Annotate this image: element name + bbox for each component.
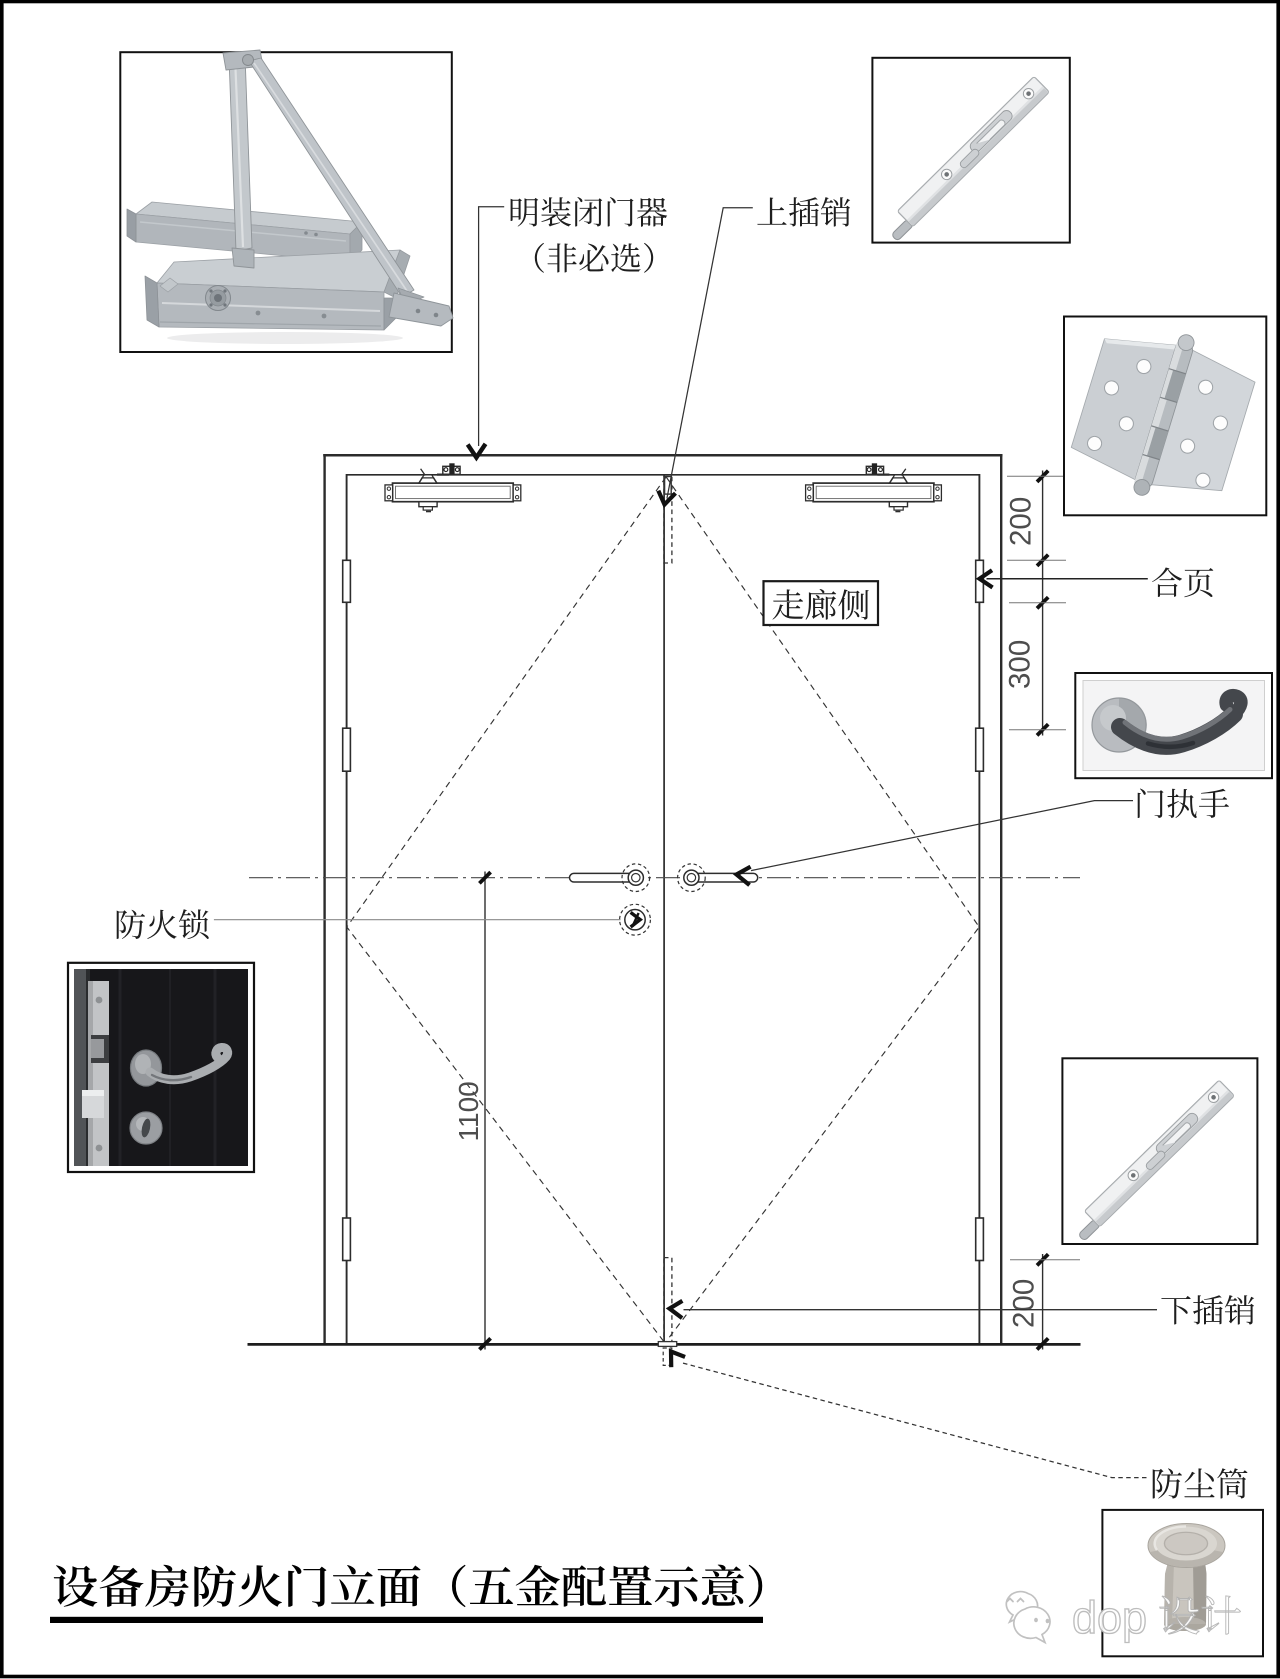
svg-text:300: 300 — [1004, 640, 1037, 689]
svg-text:200: 200 — [1008, 1279, 1041, 1328]
svg-text:1100: 1100 — [453, 1081, 484, 1141]
svg-text:200: 200 — [1005, 497, 1038, 546]
svg-text:dop: dop — [1072, 1592, 1147, 1643]
